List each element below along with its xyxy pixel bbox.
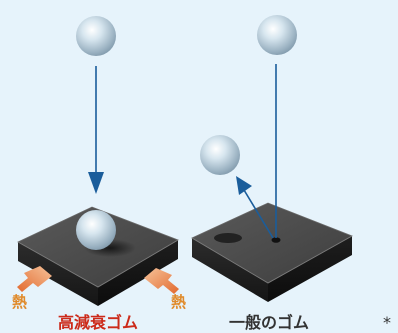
heat-label-left: 熱 [12,293,28,311]
right-ball-bounced [200,135,240,175]
right-bounce-arrow [236,176,274,239]
footnote-mark: * [383,313,391,332]
heat-arrow-left [17,266,52,292]
impact-point [271,237,281,243]
right-ball-top [257,15,297,55]
left-drop-arrow [88,66,104,194]
left-ball-top [76,16,116,56]
left-panel [17,16,179,306]
high-damping-rubber-label: 高減衰ゴム [57,313,139,332]
left-ball-landed [76,210,116,250]
heat-arrow-right [144,268,179,294]
right-ball-shadow [214,233,242,243]
right-panel [191,15,353,302]
right-rubber-block [191,202,353,302]
heat-label-right: 熱 [171,293,187,311]
general-rubber-label: 一般のゴム [228,313,310,332]
